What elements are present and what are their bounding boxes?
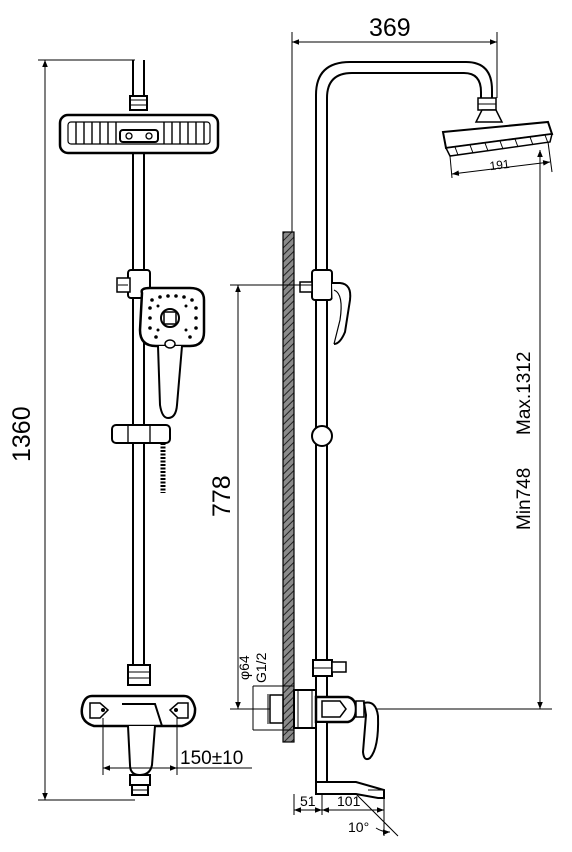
front-diverter xyxy=(127,664,151,686)
spout-dimensions xyxy=(293,793,399,837)
front-mixer-body xyxy=(80,694,197,796)
wall-section xyxy=(282,231,295,743)
head-diameter-label: 191 xyxy=(489,157,511,173)
side-bracket-knob xyxy=(311,425,333,447)
head-diameter-dimension xyxy=(449,141,553,179)
front-top-pipe xyxy=(129,60,148,111)
total-height-label: 1360 xyxy=(8,406,36,462)
front-lower-bracket xyxy=(111,424,171,444)
front-head-shower xyxy=(58,113,220,155)
riser-range-label: Min748 Max.1312 xyxy=(514,352,535,530)
flange-diameter-label: φ64 xyxy=(236,655,252,680)
front-slide-holder xyxy=(116,269,151,299)
side-riser-arm xyxy=(315,61,504,700)
front-riser-pipe xyxy=(132,153,145,665)
side-wall-connector xyxy=(269,689,317,729)
arm-reach-label: 369 xyxy=(369,14,411,42)
total-height-dimension xyxy=(38,59,135,801)
side-head-shower xyxy=(441,120,554,157)
flange-thread-dimensions xyxy=(252,685,294,731)
arm-reach-dimension xyxy=(291,32,498,232)
spout-angle-label: 10° xyxy=(348,819,369,835)
side-view xyxy=(230,32,554,837)
front-hand-shower xyxy=(138,286,206,420)
side-diverter xyxy=(312,659,347,677)
riser-range-max-label: Max.1312 xyxy=(514,352,535,435)
front-view xyxy=(38,59,252,801)
arm-spacing-label: 150±10 xyxy=(180,748,243,769)
wall-offset-label: 51 xyxy=(300,793,316,809)
side-spout xyxy=(315,721,385,799)
arm-spacing-dimension xyxy=(102,718,252,775)
side-slide-holder xyxy=(299,269,352,345)
slide-height-dimension xyxy=(230,284,312,710)
slide-height-label: 778 xyxy=(208,475,236,517)
thread-size-label: G1/2 xyxy=(253,652,269,683)
spout-length-label: 101 xyxy=(337,793,361,809)
side-mixer-body xyxy=(314,695,380,761)
riser-range-dimension xyxy=(366,150,552,710)
riser-range-min-label: Min748 xyxy=(514,468,535,530)
